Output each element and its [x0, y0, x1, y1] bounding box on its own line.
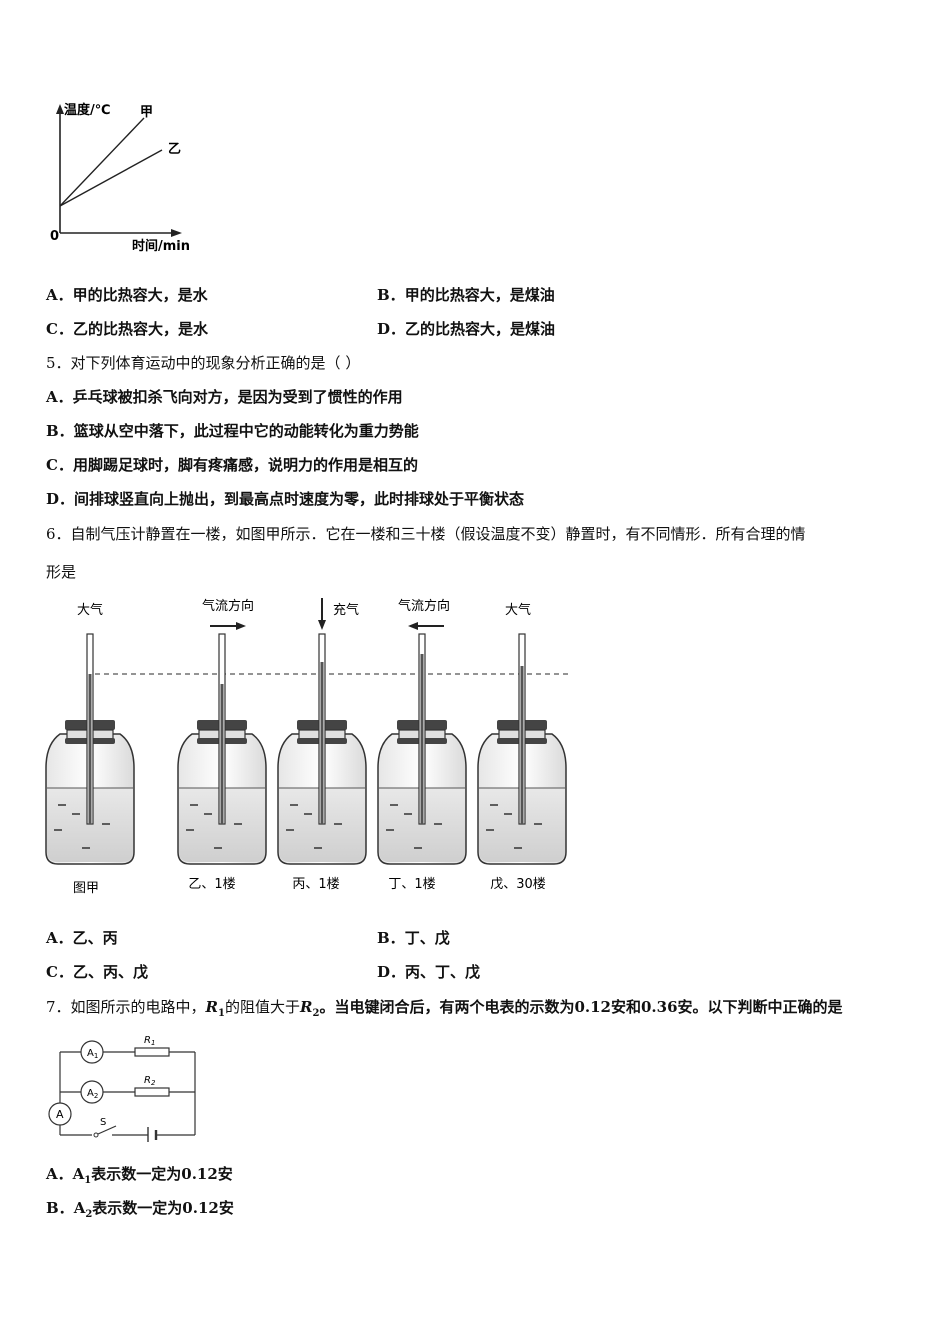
option-text: 表示数一定为0.12安 [92, 1199, 234, 1217]
q6-option-d[interactable]: D．丙、丁、戊 [377, 962, 480, 982]
option-letter: C． [46, 320, 73, 338]
line-a [59, 117, 145, 207]
option-text: 乙的比热容大，是煤油 [405, 320, 556, 338]
q7-stem: 7．如图所示的电路中，R1的阻值大于R2。当电键闭合后，有两个电表的示数为0.1… [46, 997, 843, 1024]
option-letter: D． [46, 490, 75, 508]
bottle-top-label: 气流方向 [398, 598, 450, 614]
r2-symbol: R [300, 998, 313, 1016]
option-text: 表示数一定为0.12安 [91, 1165, 233, 1183]
option-text: 乙、丙、戊 [72, 963, 148, 981]
q4-option-a[interactable]: A．甲的比热容大，是水 [46, 285, 208, 305]
option-letter: A． [46, 388, 73, 406]
meter-symbol: A [73, 1199, 86, 1217]
r2-label: R2 [144, 1075, 156, 1087]
a2-label: A2 [87, 1088, 98, 1100]
bottle-top-label: 充气 [333, 602, 359, 618]
line-b-label: 乙 [168, 142, 181, 157]
ammeter-a1 [80, 1040, 104, 1064]
option-text: 间排球竖直向上抛出，到最高点时速度为零，此时排球处于平衡状态 [74, 490, 525, 508]
r1-symbol: R [205, 998, 219, 1016]
q5-stem: 5．对下列体育运动中的现象分析正确的是（ ） [46, 354, 361, 372]
bottle-caption: 丁、1楼 [388, 877, 435, 892]
bottle-caption: 图甲 [73, 881, 99, 896]
q7-stem-start: 7．如图所示的电路中， [46, 998, 206, 1016]
q5-option-c[interactable]: C．用脚踢足球时，脚有疼痛感，说明力的作用是相互的 [46, 455, 418, 475]
q4-option-c[interactable]: C．乙的比热容大，是水 [46, 319, 208, 339]
bottle-yi [177, 633, 267, 865]
q5-option-a[interactable]: A．乒乓球被扣杀飞向对方，是因为受到了惯性的作用 [46, 387, 403, 407]
q6-option-c[interactable]: C．乙、丙、戊 [46, 962, 148, 982]
a-label: A [56, 1108, 64, 1121]
option-letter: D． [377, 320, 406, 338]
r1-label: R1 [144, 1035, 155, 1047]
switch [97, 1125, 117, 1135]
option-letter: C． [46, 456, 73, 474]
option-letter: B． [377, 929, 405, 947]
temperature-time-graph: 温度/℃ 甲 乙 0 时间/min [50, 102, 190, 254]
option-text: 丙、丁、戊 [405, 963, 481, 981]
line-b [59, 149, 163, 207]
q5-option-d[interactable]: D．间排球竖直向上抛出，到最高点时速度为零，此时排球处于平衡状态 [46, 489, 524, 509]
a1-label: A1 [87, 1048, 98, 1060]
option-letter: A． [46, 929, 73, 947]
resistor-r1 [134, 1047, 170, 1057]
r1-subscript: 1 [218, 1008, 225, 1019]
bottle-caption: 戊、30楼 [490, 877, 546, 892]
q7-option-b[interactable]: B．A2表示数一定为0.12安 [46, 1198, 234, 1225]
option-text: 甲的比热容大，是煤油 [404, 286, 555, 304]
q7-option-a[interactable]: A．A1表示数一定为0.12安 [46, 1164, 233, 1191]
option-text: 篮球从空中落下，此过程中它的动能转化为重力势能 [73, 422, 419, 440]
barometer-bottles-figure: 大气 气流方向 充气 气流方向 大气 图甲 乙、1楼 丙、1楼 丁、1楼 戊、3… [45, 598, 570, 896]
ammeter-a2 [80, 1080, 104, 1104]
option-letter: A． [46, 286, 73, 304]
bottle-wu [477, 633, 567, 865]
option-letter: C． [46, 963, 73, 981]
q6-stem-line1: 6．自制气压计静置在一楼，如图甲所示．它在一楼和三十楼（假设温度不变）静置时，有… [46, 525, 806, 543]
option-text: 乙的比热容大，是水 [72, 320, 208, 338]
bottle-caption: 丙、1楼 [292, 877, 339, 892]
bottle-bing [277, 633, 367, 865]
q5-option-b[interactable]: B．篮球从空中落下，此过程中它的动能转化为重力势能 [46, 421, 419, 441]
option-letter: A． [46, 1165, 73, 1183]
resistor-r2 [134, 1087, 170, 1097]
bottle-top-label: 大气 [505, 602, 531, 618]
bottle-caption: 乙、1楼 [188, 877, 235, 892]
q7-stem-rest: 。当电键闭合后，有两个电表的示数为0.12安和0.36安。以下判断中正确的是 [319, 998, 843, 1016]
ammeter-main [48, 1102, 72, 1126]
option-text: 乒乓球被扣杀飞向对方，是因为受到了惯性的作用 [72, 388, 403, 406]
option-letter: B． [377, 286, 405, 304]
meter-symbol: A [72, 1165, 85, 1183]
y-axis-arrow [56, 104, 64, 114]
meter-subscript: 2 [85, 1209, 93, 1220]
switch-label: S [100, 1117, 106, 1128]
bottle-ding [377, 633, 467, 865]
q6-option-b[interactable]: B．丁、戊 [377, 928, 450, 948]
option-letter: D． [377, 963, 406, 981]
x-axis-arrow [171, 229, 182, 237]
bottle-top-label: 大气 [77, 602, 103, 618]
q4-option-d[interactable]: D．乙的比热容大，是煤油 [377, 319, 555, 339]
x-axis-label: 时间/min [132, 238, 190, 254]
q4-option-b[interactable]: B．甲的比热容大，是煤油 [377, 285, 555, 305]
option-text: 用脚踢足球时，脚有疼痛感，说明力的作用是相互的 [72, 456, 418, 474]
q6-stem-line2: 形是 [46, 563, 77, 581]
bottle-top-label: 气流方向 [202, 598, 254, 614]
meter-subscript: 1 [84, 1175, 92, 1186]
q6-option-a[interactable]: A．乙、丙 [46, 928, 118, 948]
option-text: 甲的比热容大，是水 [72, 286, 208, 304]
bottle-jia [45, 633, 135, 865]
option-letter: B． [46, 1199, 74, 1217]
option-letter: B． [46, 422, 74, 440]
q7-stem-mid: 的阻值大于 [224, 998, 300, 1016]
circuit-diagram: A1 A2 A R1 R2 S [48, 1035, 196, 1142]
option-text: 丁、戊 [404, 929, 450, 947]
r2-subscript: 2 [312, 1008, 320, 1019]
origin-label: 0 [50, 229, 59, 244]
option-text: 乙、丙 [72, 929, 118, 947]
y-axis-label: 温度/℃ [64, 102, 111, 118]
line-a-label: 甲 [140, 105, 153, 120]
